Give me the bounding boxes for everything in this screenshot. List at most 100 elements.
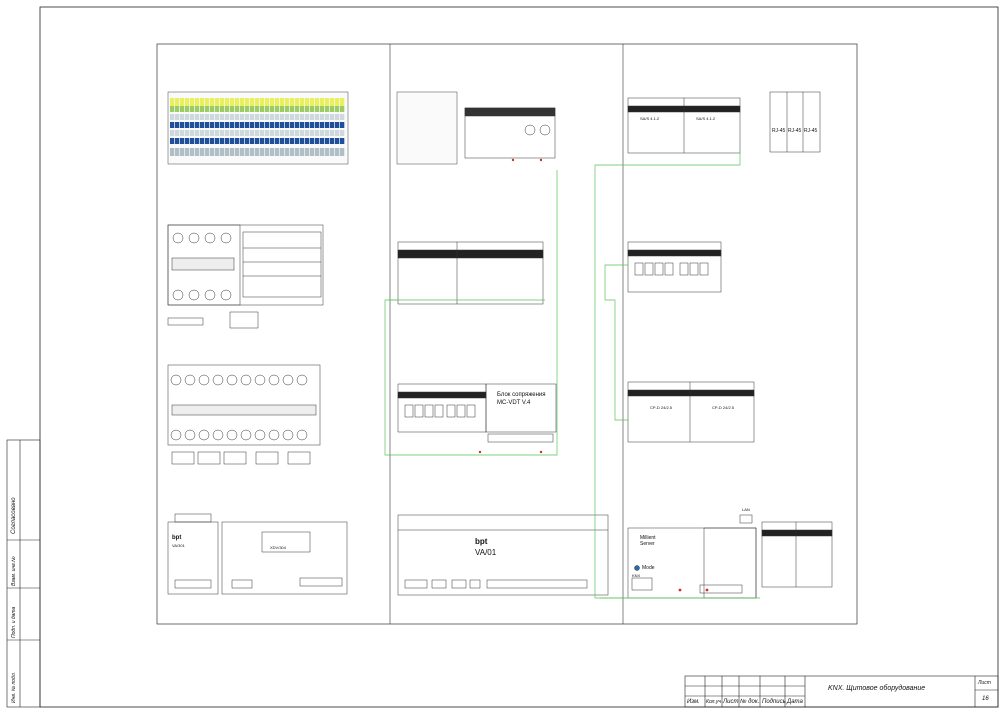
terminal-cell <box>220 122 225 128</box>
terminal-cell <box>295 138 300 144</box>
terminal-cell <box>245 130 250 136</box>
terminal-cell <box>190 114 195 120</box>
terminal-cell <box>250 130 255 136</box>
terminal-cell <box>275 130 280 136</box>
bpt-large-model: VA/01 <box>475 548 497 557</box>
block1-model: MC-VDT V.4 <box>497 400 531 406</box>
terminal-cell <box>205 122 210 128</box>
terminal-cell <box>250 138 255 144</box>
terminal-cell <box>195 98 200 106</box>
terminal-cell <box>250 114 255 120</box>
terminal-cell <box>265 148 270 156</box>
sheet-label: Лист <box>978 680 991 686</box>
terminal-cell <box>230 114 235 120</box>
terminal-cell <box>325 138 330 144</box>
terminal-cell <box>190 98 195 106</box>
terminal-cell <box>335 114 340 120</box>
terminal-cell <box>235 148 240 156</box>
terminal-cell <box>230 148 235 156</box>
terminal-cell <box>315 114 320 120</box>
terminal-cell <box>265 114 270 120</box>
terminal-cell <box>220 138 225 144</box>
terminal-cell <box>320 138 325 144</box>
terminal-cell <box>300 114 305 120</box>
terminal-cell <box>320 106 325 112</box>
rj45-label-b: RJ-45 <box>788 128 802 134</box>
terminal-cell <box>270 138 275 144</box>
terminal-cell <box>305 122 310 128</box>
terminal-cell <box>185 130 190 136</box>
terminal-cell <box>220 148 225 156</box>
gateway-name-b: Server <box>640 541 655 547</box>
side-approval-block <box>6 439 41 708</box>
terminal-cell <box>205 98 210 106</box>
terminal-cell <box>265 138 270 144</box>
terminal-cell <box>255 148 260 156</box>
terminal-cell <box>170 106 175 112</box>
rj45-label-c: RJ-45 <box>804 128 818 134</box>
terminal-cell <box>280 98 285 106</box>
terminal-cell <box>325 106 330 112</box>
terminal-cell <box>260 106 265 112</box>
terminal-cell <box>175 106 180 112</box>
terminal-cell <box>295 148 300 156</box>
terminal-cell <box>275 138 280 144</box>
terminal-cell <box>270 98 275 106</box>
terminal-cell <box>225 114 230 120</box>
terminal-cell <box>225 106 230 112</box>
terminal-cell <box>175 138 180 144</box>
terminal-cell <box>265 130 270 136</box>
terminal-cell <box>305 138 310 144</box>
terminal-cell <box>265 106 270 112</box>
terminal-cell <box>300 98 305 106</box>
terminal-cell <box>320 114 325 120</box>
terminal-cell <box>195 114 200 120</box>
terminal-cell <box>340 106 345 112</box>
knx-device-top <box>464 107 556 159</box>
terminal-cell <box>285 138 290 144</box>
terminal-cell <box>280 114 285 120</box>
terminal-cell <box>340 138 345 144</box>
terminal-cell <box>180 122 185 128</box>
terminal-cell <box>240 130 245 136</box>
terminal-cell <box>190 130 195 136</box>
sa-actuator-pair <box>627 97 741 154</box>
bpt-small-brand: bpt <box>172 535 182 541</box>
terminal-cell <box>255 138 260 144</box>
terminal-cell <box>285 130 290 136</box>
terminal-cell <box>285 106 290 112</box>
terminal-cell <box>190 148 195 156</box>
terminal-cell <box>240 114 245 120</box>
terminal-cell <box>315 138 320 144</box>
terminal-cell <box>215 114 220 120</box>
terminal-cell <box>195 130 200 136</box>
terminal-cell <box>310 114 315 120</box>
terminal-cell <box>185 98 190 106</box>
terminal-cell <box>285 148 290 156</box>
terminal-cell <box>305 148 310 156</box>
power-supply-pair <box>627 381 755 443</box>
terminal-cell <box>295 122 300 128</box>
psu-label-a: CP-D 24/2.5 <box>650 405 673 410</box>
terminal-cell <box>260 148 265 156</box>
terminal-cell <box>315 148 320 156</box>
terminal-cell <box>290 114 295 120</box>
terminal-cell <box>340 114 345 120</box>
terminal-cell <box>255 98 260 106</box>
terminal-cell <box>255 114 260 120</box>
terminal-cell <box>215 122 220 128</box>
terminal-cell <box>325 148 330 156</box>
terminal-strip-mid <box>396 91 458 165</box>
terminal-cell <box>200 106 205 112</box>
terminal-cell <box>220 130 225 136</box>
terminal-cell <box>305 114 310 120</box>
terminal-cell <box>320 122 325 128</box>
terminal-cell <box>275 148 280 156</box>
terminal-cell <box>335 130 340 136</box>
terminal-cell <box>235 122 240 128</box>
stamp-col-list: Лист <box>723 699 739 705</box>
terminal-cell <box>205 138 210 144</box>
terminal-cell <box>210 98 215 106</box>
terminal-cell <box>330 148 335 156</box>
bpt-va01-module <box>397 514 609 596</box>
